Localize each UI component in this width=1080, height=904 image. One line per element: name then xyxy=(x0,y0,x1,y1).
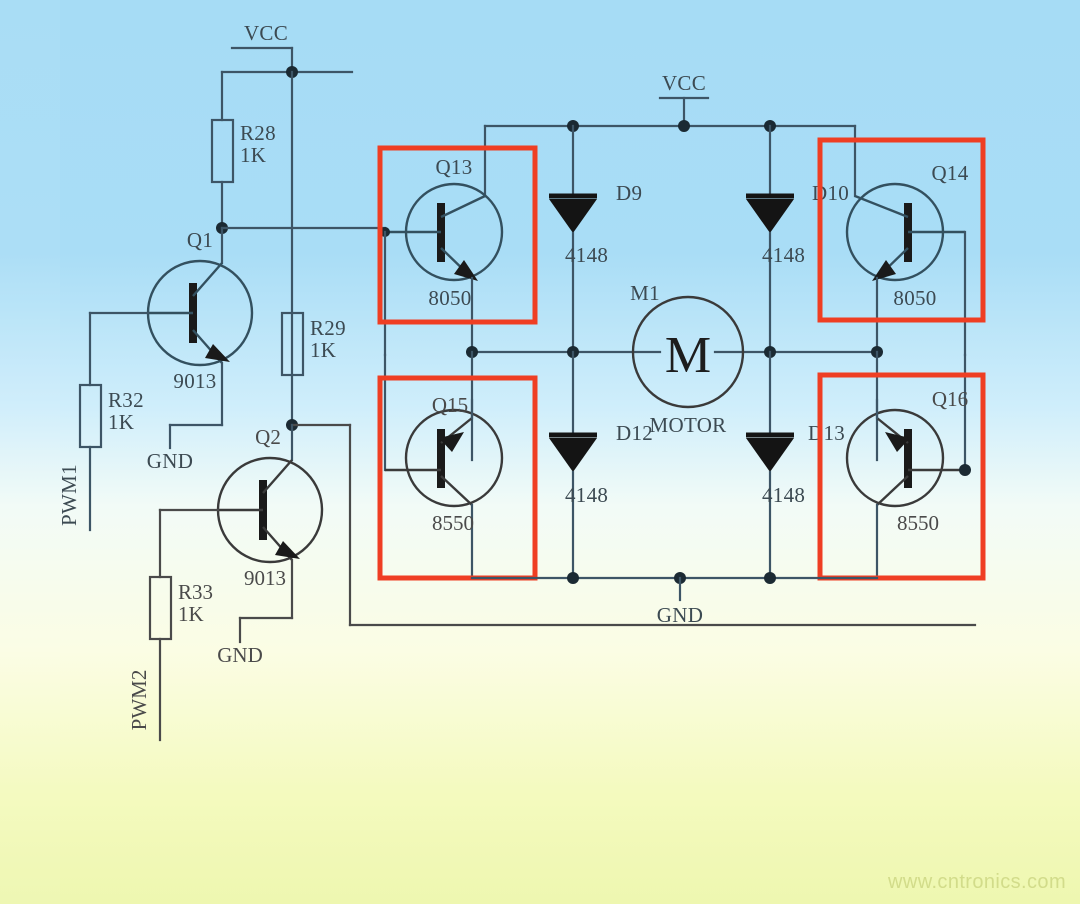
q2-ref: Q2 xyxy=(255,425,281,449)
r32-value: 1K xyxy=(108,410,134,434)
pwm2-label: PWM2 xyxy=(127,670,151,731)
d12-ref: D12 xyxy=(616,421,653,445)
d13-ref: D13 xyxy=(808,421,845,445)
motor-ref: M1 xyxy=(630,281,660,305)
gnd-q1-label: GND xyxy=(147,449,193,473)
resistor-r33: R33 1K xyxy=(148,575,213,742)
transistor-q13: Q13 8050 xyxy=(385,155,504,354)
d9-ref: D9 xyxy=(616,181,642,205)
transistor-q2: Q2 9013 xyxy=(216,425,324,590)
resistor-r28: R28 1K xyxy=(210,118,276,230)
schematic-sheet: VCC R28 1K xyxy=(60,0,1000,790)
q13-part: 8050 xyxy=(428,286,471,310)
transistor-q15: Q15 8550 xyxy=(385,393,504,580)
d13-part: 4148 xyxy=(762,483,805,507)
q16-ref: Q16 xyxy=(932,387,968,411)
diode-d10: D10 4148 xyxy=(746,181,849,354)
d9-part: 4148 xyxy=(565,243,608,267)
q16-part: 8550 xyxy=(897,511,939,535)
gnd-bridge-label: GND xyxy=(657,603,703,627)
q1-emitter-ground: GND xyxy=(147,361,224,473)
pwm1-label: PWM1 xyxy=(60,464,81,526)
gnd-q2-label: GND xyxy=(217,643,263,667)
motor-label: MOTOR xyxy=(650,413,727,437)
r28-value: 1K xyxy=(240,143,266,167)
vcc-left-label: VCC xyxy=(244,21,288,45)
junction-gnd-d12 xyxy=(567,572,579,584)
junction-gnd-d13 xyxy=(764,572,776,584)
diode-d13: D13 4148 xyxy=(746,421,845,577)
r28-ref: R28 xyxy=(240,121,276,145)
transistor-q1: Q1 9013 xyxy=(146,228,254,393)
resistor-r32: R32 1K xyxy=(78,383,144,532)
site-watermark: www.cntronics.com xyxy=(888,871,1066,893)
q13-ref: Q13 xyxy=(435,155,472,179)
junction-q16-base xyxy=(959,464,971,476)
transistor-q16: Q16 8550 xyxy=(845,387,968,580)
q1-part: 9013 xyxy=(173,369,216,393)
q14-ref: Q14 xyxy=(931,161,968,185)
motor-symbol: M xyxy=(665,327,711,384)
r33-value: 1K xyxy=(178,602,204,626)
q14-part: 8050 xyxy=(893,286,936,310)
motor-m1: M M1 MOTOR xyxy=(630,281,745,437)
r29-value: 1K xyxy=(310,338,336,362)
vcc-right-label: VCC xyxy=(662,71,706,95)
circuit-schematic-svg: VCC R28 1K xyxy=(60,21,986,742)
highlight-box-q13 xyxy=(377,145,538,325)
highlight-box-q14 xyxy=(817,137,986,323)
diode-d9: D9 4148 xyxy=(549,181,642,354)
r32-ref: R32 xyxy=(108,388,144,412)
q15-part: 8550 xyxy=(432,511,474,535)
vcc-left-net: VCC xyxy=(230,21,294,74)
junction-vcc-top xyxy=(678,120,690,132)
background-band xyxy=(0,0,60,904)
r29-ref: R29 xyxy=(310,316,346,340)
diode-d12: D12 4148 xyxy=(549,421,653,577)
highlight-box-q16 xyxy=(817,372,986,581)
q2-emitter-ground: GND xyxy=(217,558,294,667)
d12-part: 4148 xyxy=(565,483,608,507)
highlight-box-q15 xyxy=(377,375,538,581)
resistor-r29: R29 1K xyxy=(280,311,346,427)
transistor-q14: Q14 8050 xyxy=(845,161,968,354)
q1-ref: Q1 xyxy=(187,228,213,252)
q15-ref: Q15 xyxy=(432,393,468,417)
r33-ref: R33 xyxy=(178,580,213,604)
d10-part: 4148 xyxy=(762,243,805,267)
q2-part: 9013 xyxy=(244,566,286,590)
vcc-right-net: VCC xyxy=(658,71,710,128)
